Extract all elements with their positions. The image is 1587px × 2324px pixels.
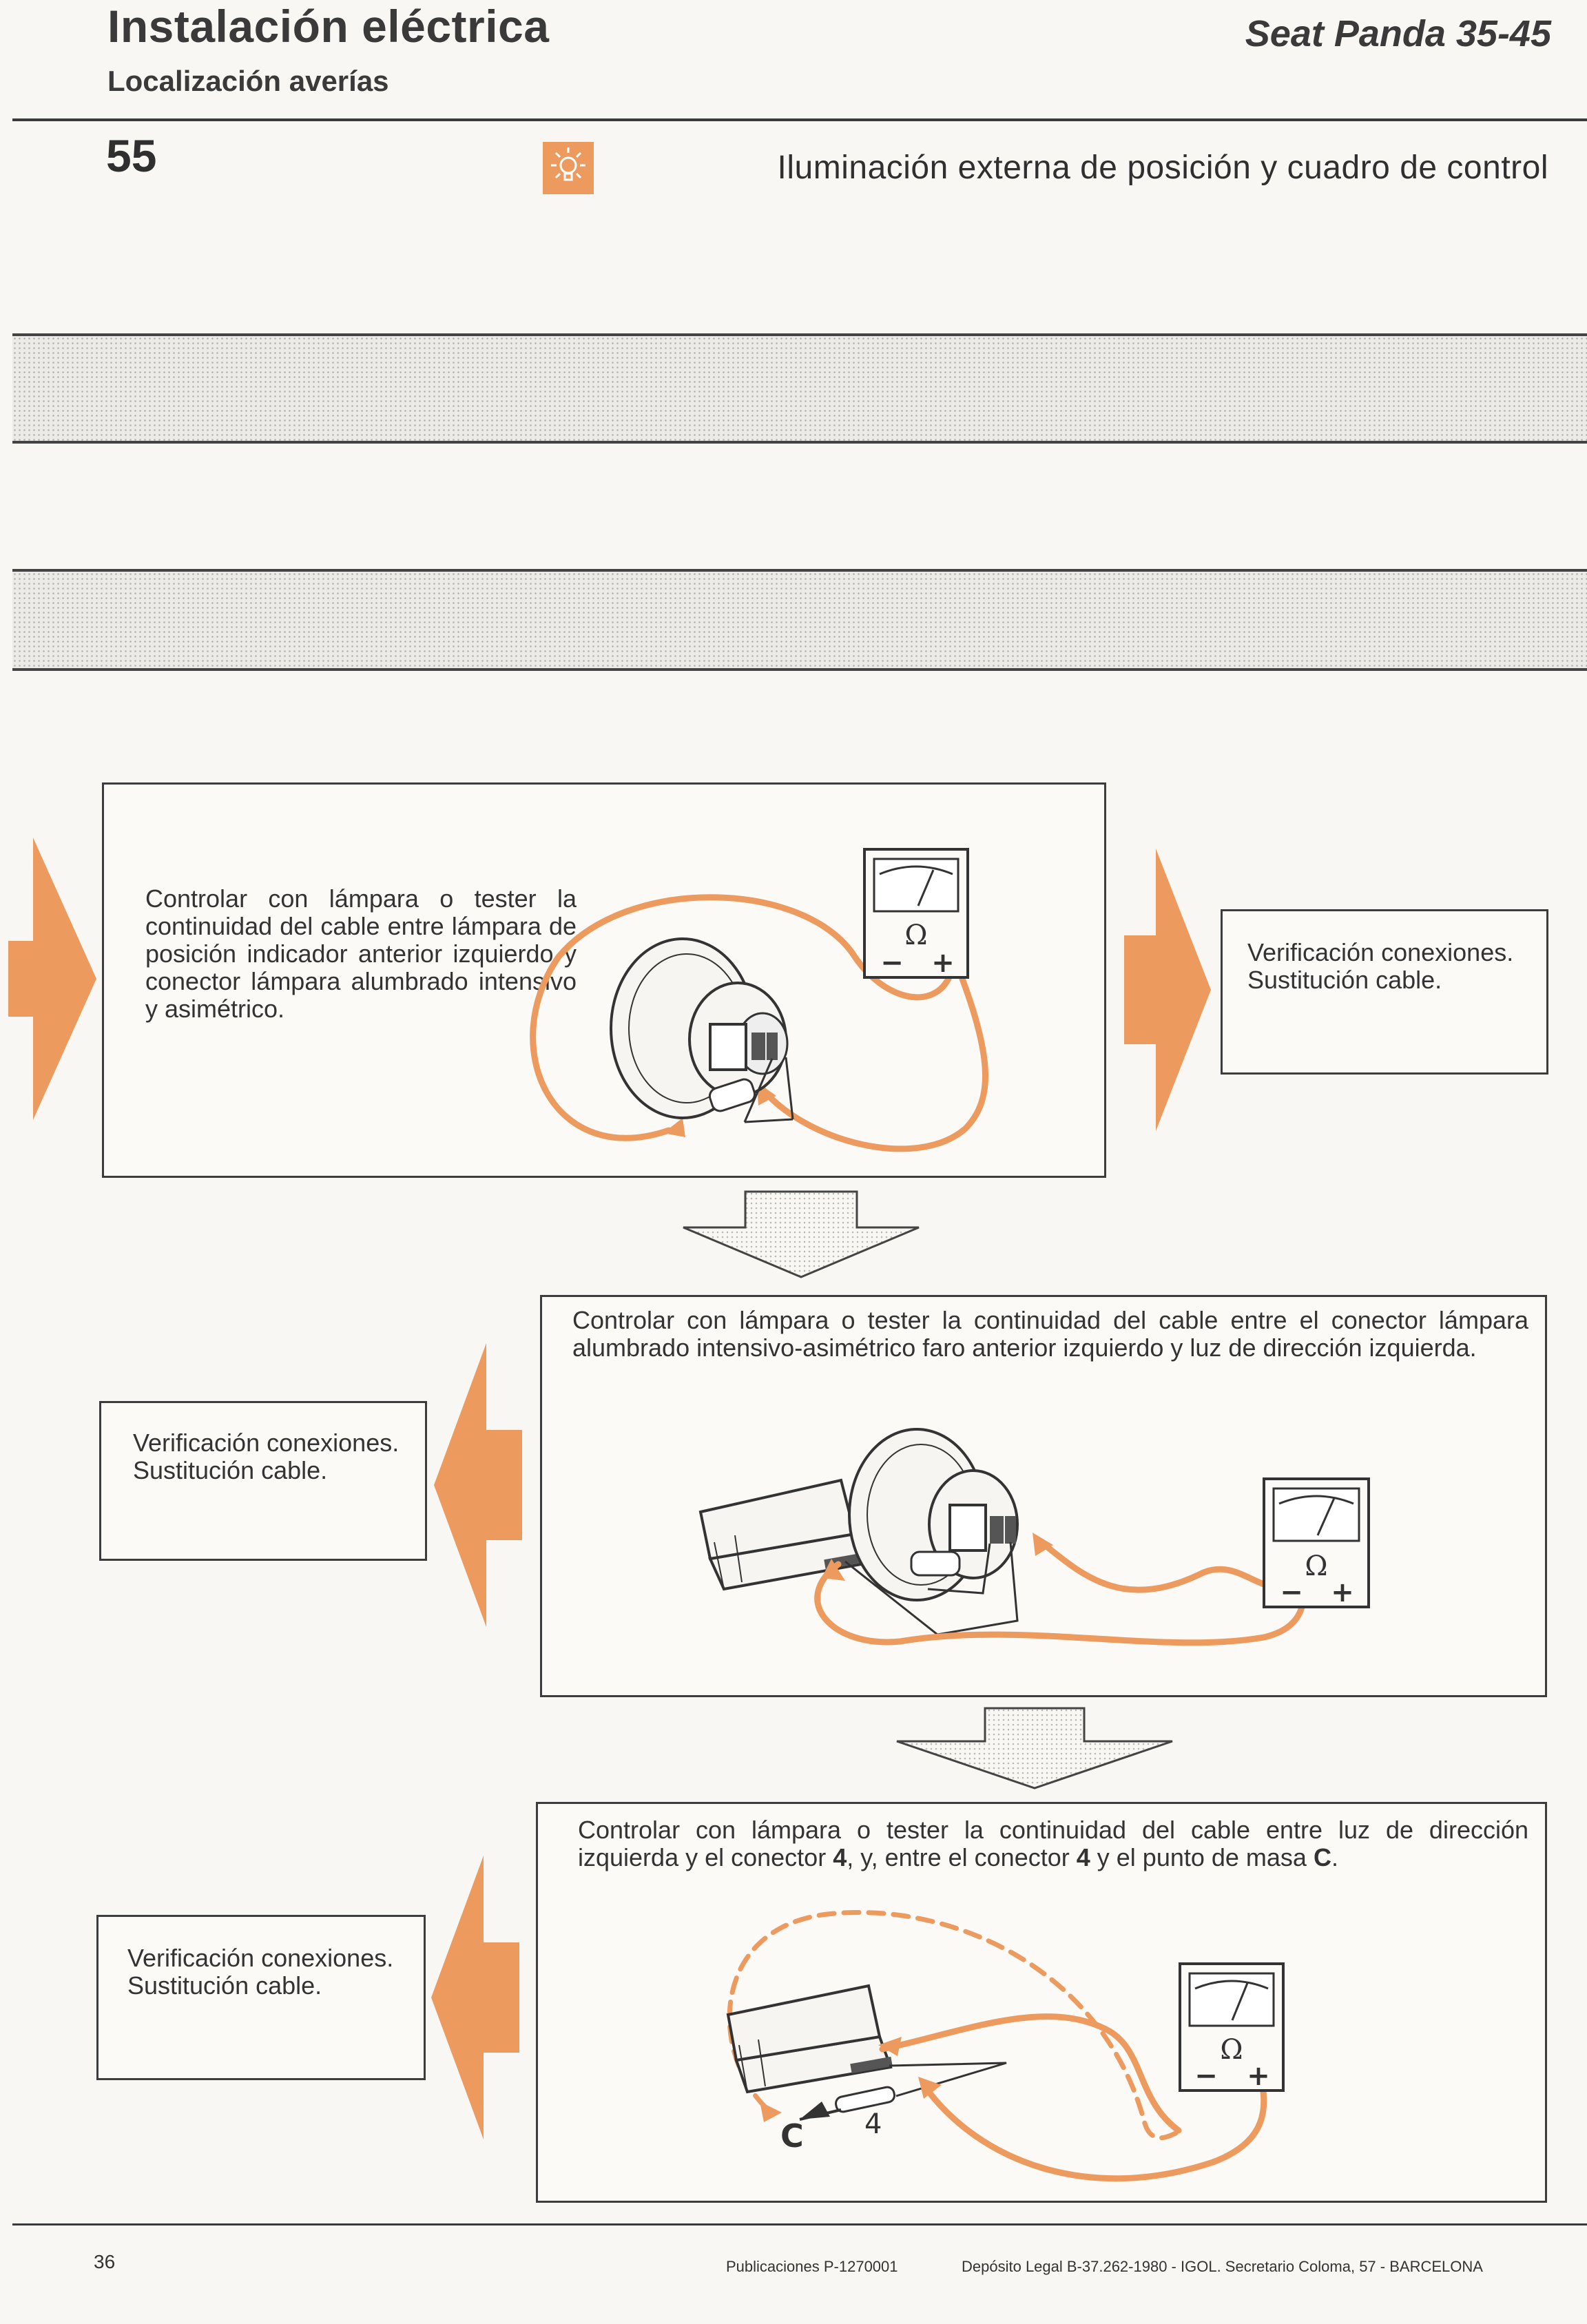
yes-arrow-icon (1124, 849, 1212, 1134)
meter-ohm-symbol: Ω (1220, 2034, 1243, 2066)
dotted-band-middle (12, 569, 1587, 671)
down-arrow-1-icon (682, 1190, 920, 1282)
section-number: 55 (106, 130, 157, 181)
meter-ohm-symbol: Ω (904, 920, 927, 951)
legal-deposit: Depósito Legal B-37.262-1980 - IGOL. Sec… (962, 2258, 1483, 2275)
meter-plus-label: + (1331, 1577, 1354, 1608)
step-1-box: Controlar con lámpara o tester la contin… (102, 782, 1106, 1178)
step-3-diagram: C 4 Ω − + (726, 1910, 1285, 2182)
ground-point-label: C (780, 2117, 804, 2155)
lamp-icon (543, 142, 594, 194)
publication-code: Publicaciones P-1270001 (726, 2258, 898, 2275)
step-3-instruction: Controlar con lámpara o tester la contin… (578, 1816, 1528, 1871)
step-2-result: Verificación conexiones. Sustitución cab… (133, 1429, 400, 1484)
no-arrow-icon (431, 1856, 521, 2143)
step-2-box: Controlar con lámpara o tester la contin… (540, 1295, 1547, 1697)
step-3-result-box: Verificación conexiones. Sustitución cab… (96, 1915, 426, 2080)
meter-minus-label: − (880, 947, 904, 979)
step-2-result-box: Verificación conexiones. Sustitución cab… (99, 1401, 427, 1561)
step-3-box: Controlar con lámpara o tester la contin… (536, 1802, 1547, 2203)
step-1-result-box: Verificación conexiones. Sustitución cab… (1221, 909, 1548, 1075)
footer-divider (12, 2223, 1587, 2226)
connector-label: 4 (864, 2108, 882, 2140)
no-arrow-icon (434, 1343, 523, 1630)
input-arrow-icon (8, 838, 98, 1123)
step-2-diagram: Ω − + (698, 1428, 1370, 1646)
step-1-instruction: Controlar con lámpara o tester la contin… (145, 884, 577, 1023)
meter-minus-label: − (1194, 2060, 1218, 2092)
section-title: Iluminación externa de posición y cuadro… (777, 149, 1548, 186)
meter-ohm-symbol: Ω (1305, 1550, 1327, 1582)
step-3-result: Verificación conexiones. Sustitución cab… (127, 1944, 394, 2000)
header-divider (12, 118, 1587, 121)
page-title: Instalación eléctrica (107, 1, 550, 52)
meter-minus-label: − (1280, 1577, 1303, 1608)
step-1-result: Verificación conexiones. Sustitución cab… (1247, 938, 1514, 994)
meter-plus-label: + (931, 947, 955, 979)
meter-plus-label: + (1247, 2060, 1270, 2092)
step-1-diagram: Ω − + (530, 848, 988, 1152)
vehicle-model: Seat Panda 35-45 (1245, 13, 1551, 54)
page-number: 36 (94, 2251, 116, 2272)
step-2-instruction: Controlar con lámpara o tester la contin… (572, 1306, 1528, 1362)
down-arrow-2-icon (895, 1707, 1174, 1793)
page-subtitle: Localización averías (107, 65, 389, 97)
dotted-band-top (12, 333, 1587, 444)
